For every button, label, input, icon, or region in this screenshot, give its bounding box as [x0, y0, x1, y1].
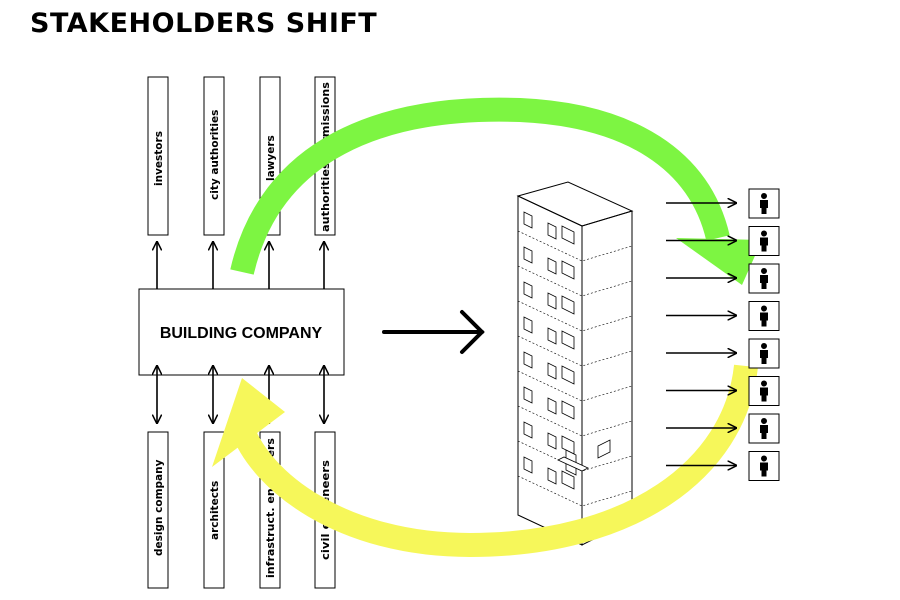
top-connectors	[157, 242, 324, 297]
occupant-row	[666, 263, 780, 294]
person-icon	[748, 188, 780, 219]
building-icon	[516, 181, 634, 546]
stakeholder-label: lawyers	[265, 135, 277, 181]
occupant-row	[666, 301, 780, 331]
diagram-title: STAKEHOLDERS SHIFT	[30, 8, 378, 39]
person-icon	[748, 413, 780, 444]
stakeholder-label: design company	[153, 459, 165, 556]
stakeholder-box-city-authorities: city authorities	[203, 76, 225, 236]
stakeholder-box-architects: architects	[203, 431, 225, 589]
person-icon	[748, 376, 780, 406]
arrow-right-icon	[382, 310, 485, 354]
stakeholder-label: architects	[209, 481, 221, 540]
green-cycle-arrow	[230, 97, 762, 285]
occupant-list	[666, 188, 780, 481]
stakeholder-label: city authorities	[209, 110, 221, 200]
stakeholder-box-design-company: design company	[147, 431, 169, 589]
occupant-row	[666, 413, 780, 444]
building-company-label: BUILDING COMPANY	[160, 325, 323, 342]
building-company-box: BUILDING COMPANY	[138, 288, 345, 376]
occupant-row	[666, 226, 780, 256]
occupant-row	[666, 451, 780, 481]
stakeholder-box-investors: investors	[147, 76, 169, 236]
person-icon	[748, 338, 780, 369]
yellow-cycle-arrow	[212, 364, 758, 558]
occupant-row	[666, 338, 780, 369]
person-icon	[748, 451, 780, 481]
person-icon	[748, 301, 780, 331]
occupant-row	[666, 188, 780, 219]
person-icon	[748, 263, 780, 294]
person-icon	[748, 226, 780, 256]
occupant-row	[666, 376, 780, 406]
stakeholder-label: investors	[153, 131, 165, 186]
